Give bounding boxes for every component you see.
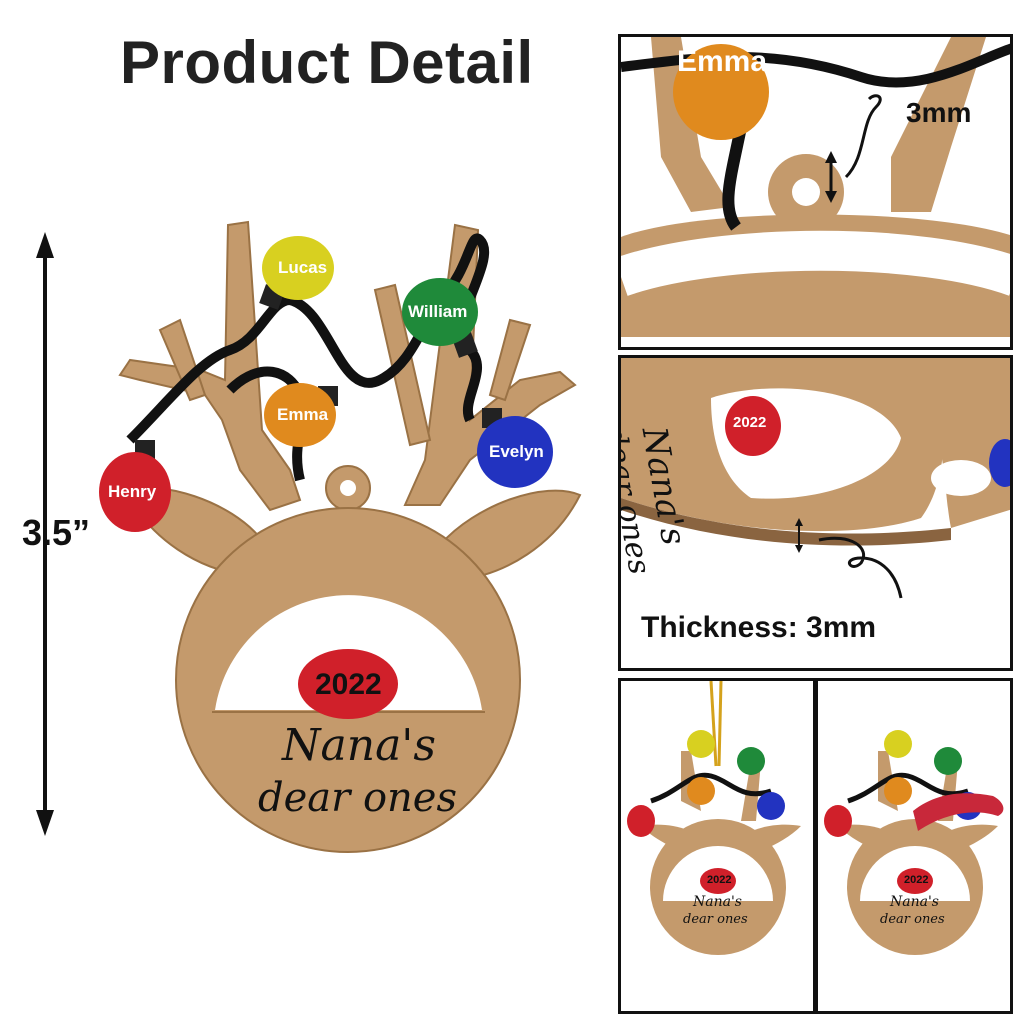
ribbon-year: 2022 [904,874,929,886]
bulb-henry [99,440,171,532]
thickness-year: 2022 [733,414,767,431]
ribbon-line1: Nana's [890,894,939,910]
height-arrow-icon [36,232,54,836]
ribbon-line2: dear ones [880,912,945,927]
ornament-line1: Nana's [282,720,436,771]
hanging-hole [340,480,356,496]
hole-detail-panel: Emma 3mm [618,34,1013,350]
name-evelyn: Evelyn [489,442,544,461]
name-henry: Henry [108,482,157,501]
hanging-view-panel: 2022 Nana's dear ones [618,678,816,1014]
name-lucas: Lucas [278,258,328,277]
bulb-lucas [259,236,334,310]
nose-badge [298,649,398,719]
thickness-detail-panel: 2022 Nana's dear ones Thickness: 3mm [618,355,1013,671]
ornament-line2: dear ones [258,775,458,821]
name-william: William [408,302,468,321]
main-ornament-image [36,220,582,853]
hanging-line1: Nana's [693,894,742,910]
year-text: 2022 [315,668,382,701]
ribbon-view-panel: 2022 Nana's dear ones [815,678,1013,1014]
bulb-william [402,278,478,358]
hole-measure-label: 3mm [906,97,972,128]
hanging-line2: dear ones [683,912,748,927]
hanging-year: 2022 [707,874,732,886]
page-title: Product Detail [120,29,534,96]
bulb-emma [264,383,338,447]
thickness-label: Thickness: 3mm [641,611,877,644]
bulb-evelyn [477,408,553,488]
name-emma: Emma [277,405,329,424]
size-label: 3.5” [22,512,91,553]
hole-detail-name: Emma [677,45,768,78]
